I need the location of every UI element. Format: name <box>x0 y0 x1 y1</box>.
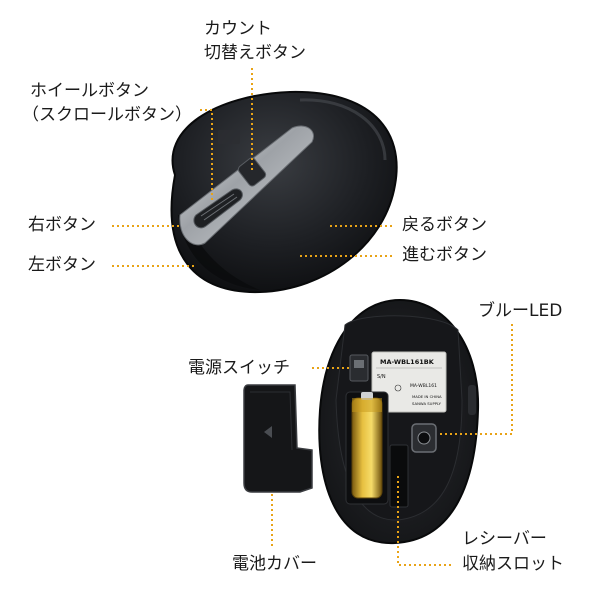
battery-cover <box>243 384 313 493</box>
leader-wheel <box>200 109 213 200</box>
label-count-line1: カウント <box>204 19 272 39</box>
label-battery-cover: 電池カバー <box>232 554 317 574</box>
label-right-button: 右ボタン <box>28 215 96 235</box>
sticker-brand: SANWA SUPPLY <box>412 401 442 406</box>
sticker-model: MA-WBL161BK <box>380 358 435 366</box>
label-left-button: 左ボタン <box>28 255 96 275</box>
label-receiver-line1: レシーバー <box>462 529 547 549</box>
sticker-made-in: MADE IN CHINA <box>412 394 442 399</box>
label-blue-led: ブルーLED <box>478 301 563 321</box>
leader-receiver-slot <box>397 476 452 566</box>
label-power-switch: 電源スイッチ <box>188 358 290 378</box>
label-forward-button: 進むボタン <box>402 245 487 265</box>
leader-lines <box>112 68 513 566</box>
mouse-top-view <box>170 90 398 294</box>
label-receiver-line2: 収納スロット <box>462 554 564 574</box>
leader-blue-led <box>438 324 513 435</box>
label-wheel-line1: ホイールボタン <box>30 81 149 101</box>
sticker-sn: S/N <box>377 374 386 380</box>
label-back-button: 戻るボタン <box>402 215 487 235</box>
label-wheel-line2: （スクロールボタン） <box>22 105 192 125</box>
mouse-bottom-view <box>318 298 480 545</box>
sticker-model-small: MA-WBL161 <box>410 383 437 389</box>
label-count-line2: 切替えボタン <box>204 43 306 63</box>
